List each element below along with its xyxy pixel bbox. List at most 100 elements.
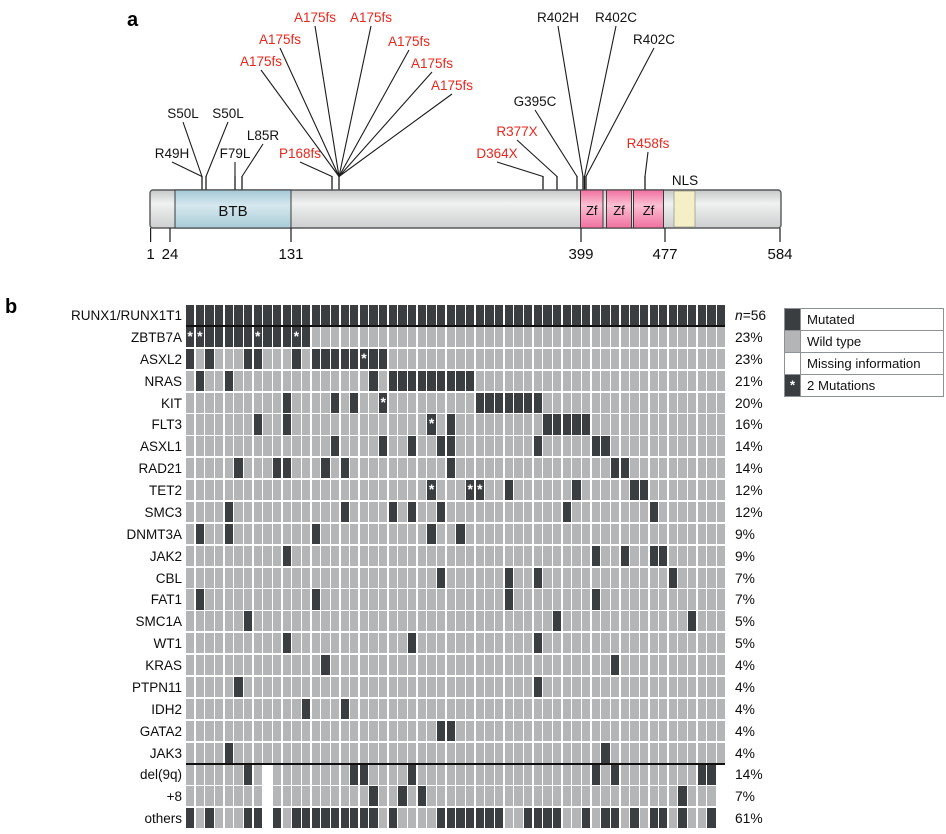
matrix-cell (533, 808, 542, 829)
matrix-cell (495, 567, 504, 588)
matrix-cell (697, 611, 707, 632)
matrix-cell (224, 764, 233, 785)
matrix-cell (195, 808, 204, 829)
matrix-cell (523, 305, 533, 326)
matrix-cell (688, 655, 697, 676)
matrix-cell (340, 808, 349, 829)
matrix-cell (282, 545, 291, 566)
matrix-cell (552, 567, 562, 588)
matrix-cell (437, 764, 446, 785)
matrix-cell (495, 480, 504, 501)
matrix-cell (369, 458, 378, 479)
matrix-cell (649, 392, 658, 413)
matrix-cell (523, 720, 533, 741)
matrix-cell (485, 414, 494, 435)
matrix-cell (707, 305, 716, 326)
matrix-cell (523, 436, 533, 457)
matrix-cell (601, 742, 610, 763)
matrix-cell (591, 458, 600, 479)
matrix-cell (504, 480, 513, 501)
matrix-cell (591, 326, 600, 348)
matrix-cell (292, 742, 301, 763)
frequency-label: 20% (735, 395, 763, 411)
matrix-cell (350, 326, 359, 348)
matrix-cell (282, 458, 291, 479)
matrix-cell (243, 480, 253, 501)
matrix-cell (572, 742, 581, 763)
matrix-cell (649, 436, 658, 457)
matrix-cell (263, 480, 272, 501)
matrix-cell (581, 589, 591, 610)
matrix-cell (678, 501, 687, 523)
matrix-cell (224, 305, 233, 326)
matrix-cell (253, 545, 262, 566)
matrix-cell (369, 523, 378, 544)
matrix-cell (379, 567, 388, 588)
matrix-cell (321, 545, 330, 566)
matrix-cell (408, 523, 417, 544)
frequency-label: n=56 (735, 308, 767, 323)
matrix-cell (292, 458, 301, 479)
matrix-cell (205, 742, 214, 763)
gene-label: IDH2 (151, 701, 182, 717)
matrix-cell (688, 764, 697, 785)
matrix-cell (639, 326, 649, 348)
matrix-cell (224, 633, 233, 654)
matrix-cell (630, 436, 639, 457)
matrix-cell (330, 655, 340, 676)
matrix-cell (523, 764, 533, 785)
matrix-cell (330, 567, 340, 588)
matrix-cell (630, 480, 639, 501)
matrix-cell (456, 742, 465, 763)
matrix-cell (282, 370, 291, 391)
matrix-cell (562, 501, 571, 523)
matrix-cell (581, 633, 591, 654)
zf-domain-box (633, 189, 664, 229)
matrix-cell (282, 655, 291, 676)
matrix-cell (350, 392, 359, 413)
matrix-cell (697, 742, 707, 763)
matrix-cell (301, 458, 311, 479)
matrix-cell (649, 523, 658, 544)
matrix-row (186, 589, 726, 611)
matrix-cell (350, 611, 359, 632)
matrix-cell (504, 348, 513, 369)
matrix-cell (697, 764, 707, 785)
matrix-cell (466, 545, 475, 566)
matrix-cell (263, 611, 272, 632)
matrix-cell (475, 436, 484, 457)
matrix-cell (214, 501, 224, 523)
matrix-cell (475, 808, 484, 829)
matrix-cell (292, 370, 301, 391)
matrix-cell (398, 348, 407, 369)
mutation-label: P168fs (279, 146, 321, 161)
matrix-cell (630, 501, 639, 523)
matrix-cell (610, 633, 620, 654)
matrix-cell (485, 633, 494, 654)
matrix-cell (253, 698, 262, 719)
matrix-cell (205, 370, 214, 391)
matrix-cell (321, 414, 330, 435)
matrix-cell (620, 742, 629, 763)
matrix-row (186, 370, 726, 393)
matrix-cell (205, 414, 214, 435)
matrix-cell (601, 764, 610, 785)
matrix-cell (195, 501, 204, 523)
matrix-cell (562, 370, 571, 391)
matrix-cell (475, 501, 484, 523)
matrix-cell (214, 523, 224, 544)
matrix-cell (214, 370, 224, 391)
matrix-cell (475, 742, 484, 763)
matrix-cell (253, 786, 262, 807)
matrix-cell (659, 458, 668, 479)
matrix-cell (581, 742, 591, 763)
matrix-cell (717, 611, 726, 632)
matrix-cell (678, 326, 687, 348)
matrix-cell (311, 326, 320, 348)
matrix-cell (475, 458, 484, 479)
matrix-cell (659, 567, 668, 588)
matrix-cell (649, 414, 658, 435)
matrix-cell (591, 501, 600, 523)
matrix-cell (195, 523, 204, 544)
matrix-cell (446, 370, 456, 391)
